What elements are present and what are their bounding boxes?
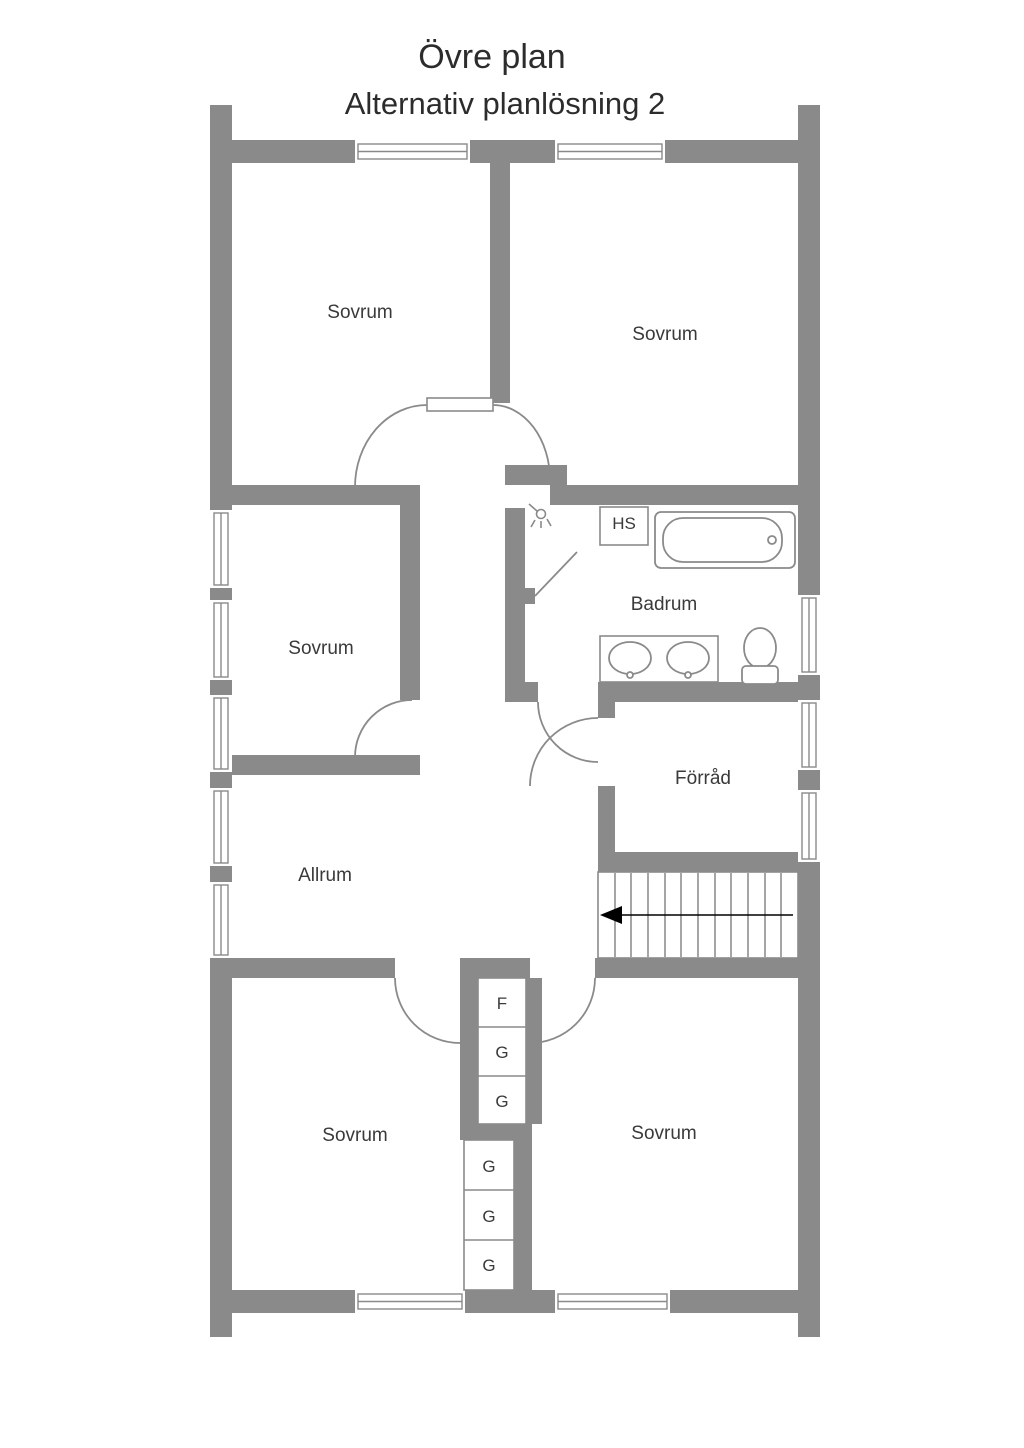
wall-bathroom-top <box>550 485 798 505</box>
bathroom-fixtures: HS <box>528 503 796 685</box>
closet-cell-label: G <box>482 1256 495 1275</box>
closet-cell-label: G <box>482 1157 495 1176</box>
closet-block-lower <box>463 1139 515 1291</box>
window <box>555 1290 670 1313</box>
wall-closet-spine-upper <box>460 978 478 1140</box>
wall-bedroom-divider-top <box>490 163 510 403</box>
room-label-family-room: Allrum <box>298 865 352 886</box>
shower-head-icon <box>528 503 552 528</box>
room-label-bathroom: Badrum <box>631 594 698 615</box>
room-label-storage: Förråd <box>675 768 731 789</box>
room-label-bedroom-middle-left: Sovrum <box>288 638 353 659</box>
wall-lower-rooms-top-3 <box>595 958 798 978</box>
window <box>555 140 665 163</box>
bedroom-bottom-left-door-arc <box>394 977 461 1044</box>
title-block: Övre plan Alternativ planlösning 2 <box>345 38 666 121</box>
archway-left-swing-arc <box>354 404 428 488</box>
windows <box>210 140 820 1313</box>
window <box>210 882 232 958</box>
archway-right-swing-arc <box>492 404 551 481</box>
wall-bathroom-bottom-left <box>505 682 538 702</box>
wall-bedroom3-bottom <box>232 755 420 775</box>
hs-cabinet: HS <box>599 506 649 546</box>
room-label-bedroom-top-left: Sovrum <box>327 302 392 323</box>
shower-door-leaf <box>534 551 578 597</box>
double-sink-vanity <box>599 635 719 683</box>
wall-bottom <box>210 1290 820 1313</box>
page-subtitle: Alternativ planlösning 2 <box>345 86 666 121</box>
wall-bedroom3-top <box>232 485 420 505</box>
room-label-bedroom-bottom-left: Sovrum <box>322 1125 387 1146</box>
stairs-direction-arrow-icon <box>600 906 622 924</box>
window <box>210 600 232 680</box>
window <box>798 595 820 675</box>
wall-bathroom-bottom-right <box>598 682 798 702</box>
stairs <box>597 871 799 959</box>
doors <box>354 397 599 1044</box>
wall-lower-rooms-top-2 <box>460 958 530 978</box>
hs-cabinet-label: HS <box>612 514 636 533</box>
bedroom-bottom-right-door-arc <box>529 977 596 1044</box>
wall-storage-left-lower <box>598 786 615 852</box>
closets: F G G G G G <box>463 977 527 1291</box>
wall-shower-bottom <box>505 588 535 604</box>
bedroom-middle-left-door-arc <box>354 699 413 758</box>
closet-block-upper <box>477 977 527 1125</box>
bathroom-door-arc <box>537 701 599 763</box>
closet-cell-label: G <box>495 1043 508 1062</box>
page-title: Övre plan <box>418 38 565 76</box>
window <box>210 510 232 588</box>
wall-storage-bottom <box>598 852 798 872</box>
room-label-bedroom-bottom-right: Sovrum <box>631 1123 696 1144</box>
wall-bedroom3-right <box>400 505 420 700</box>
archway-header <box>426 397 494 412</box>
wall-storage-left-upper <box>598 702 615 718</box>
room-label-bedroom-top-right: Sovrum <box>632 324 697 345</box>
window <box>798 790 820 862</box>
wall-bathroom-left <box>505 508 525 702</box>
interior-walls <box>232 163 798 1290</box>
window <box>798 700 820 770</box>
closet-cell-label: G <box>495 1092 508 1111</box>
wall-bedroom2-stub <box>505 465 567 485</box>
wall-lower-rooms-top-1 <box>232 958 395 978</box>
window <box>355 140 470 163</box>
window <box>210 695 232 772</box>
wall-top <box>210 140 820 163</box>
wall-closet-jamb-right <box>526 978 542 1124</box>
bathtub <box>654 511 796 569</box>
closet-cell-label: G <box>482 1207 495 1226</box>
window <box>355 1290 465 1313</box>
wall-closet-spine-lower <box>514 1124 532 1290</box>
window <box>210 788 232 866</box>
room-labels: Sovrum Sovrum Sovrum Badrum Förråd Allru… <box>288 302 731 1146</box>
wall-closet-joint <box>460 1124 526 1140</box>
closet-cell-label: F <box>497 994 507 1013</box>
storage-door-arc <box>529 717 599 787</box>
toilet <box>741 627 779 685</box>
